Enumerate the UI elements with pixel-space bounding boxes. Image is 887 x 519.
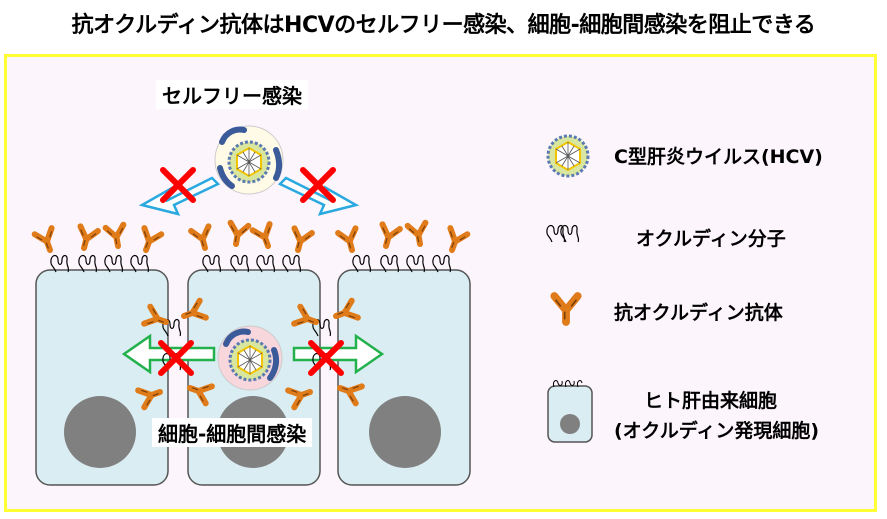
nucleus-right [369, 396, 441, 468]
nucleus-left [64, 396, 136, 468]
cell-free-virus [214, 125, 284, 195]
legend-cell-label: ヒト肝由来細胞 [644, 390, 778, 412]
legend-antibody-label: 抗オクルディン抗体 [614, 302, 783, 324]
cell-free-arrows [138, 170, 360, 216]
cell-free-label: セルフリー感染 [156, 80, 308, 109]
antibodies-top [35, 223, 468, 253]
legend-virus-icon [546, 134, 590, 178]
legend-occludin-label: オクルディン分子 [636, 228, 786, 250]
arrow-cell-right [292, 333, 385, 375]
legend-cell-sublabel: (オクルディン発現細胞) [614, 420, 820, 442]
legend-icons [546, 134, 593, 443]
cell-to-cell-label: 細胞-細胞間感染 [152, 418, 313, 447]
legend-occludin-icon [546, 224, 580, 243]
legend-hcv-label: C型肝炎ウイルス(HCV) [614, 146, 823, 168]
legend-antibody-icon [554, 296, 577, 322]
page-title: 抗オクルディン抗体はHCVのセルフリー感染、細胞-細胞間感染を阻止できる [71, 13, 816, 38]
legend-cell-icon [547, 379, 593, 443]
cell-to-cell-virus [217, 325, 283, 391]
